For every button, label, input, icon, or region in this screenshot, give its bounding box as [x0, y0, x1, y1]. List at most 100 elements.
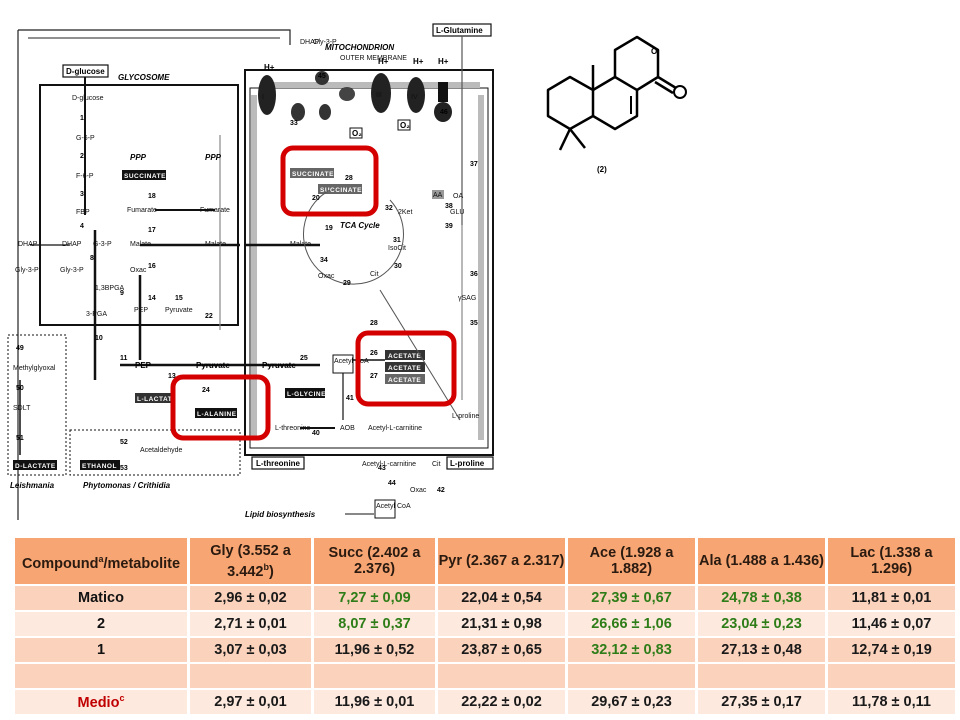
cell-ala: 27,13 ± 0,48	[698, 637, 825, 663]
row-compound-name: 2	[15, 611, 187, 637]
blank-cell	[698, 663, 825, 689]
svg-text:9: 9	[120, 290, 124, 297]
electron-transport-complexes: I III IV	[258, 71, 452, 122]
acetyl-carnitine-cyto: Acetyl-L-carnitine	[362, 461, 416, 468]
svg-text:1: 1	[80, 115, 84, 122]
cell-succ: 8,07 ± 0,37	[314, 611, 435, 637]
table-blank-row	[15, 663, 955, 689]
sdlt-label: SDLT	[13, 405, 31, 412]
svg-text:28: 28	[370, 320, 378, 327]
highlight-succinate	[280, 145, 379, 217]
metab-d-glucose: D-glucose	[72, 95, 104, 102]
mito-succinate-2: SUCCINATE	[320, 187, 362, 194]
cyto-pyruvate: Pyruvate	[196, 361, 230, 370]
svg-text:IV: IV	[411, 94, 418, 101]
l-glutamine-input-label: L-Glutamine	[436, 26, 483, 35]
mitochondrion-label: MITOCHONDRION	[325, 43, 394, 52]
metab-13bpga: 1,3BPGA	[95, 285, 125, 292]
highlight-alanine	[170, 374, 271, 441]
svg-text:53: 53	[120, 465, 128, 472]
aa-box-label: AA	[433, 192, 443, 199]
cyto-pep: PEP	[135, 361, 152, 370]
cell-pyr: 21,31 ± 0,98	[438, 611, 565, 637]
cell-gly: 2,71 ± 0,01	[190, 611, 311, 637]
l-proline-mito-label: L-proline	[452, 413, 479, 420]
cell-lac: 11,81 ± 0,01	[828, 585, 955, 611]
svg-text:32: 32	[385, 205, 393, 212]
svg-text:O: O	[651, 47, 657, 56]
acetate-2: ACETATE	[388, 365, 421, 372]
metab-g3p: G-3-P	[93, 241, 112, 248]
table-header-row: Compounda/metabolite Gly (3.552 a 3.442b…	[15, 537, 955, 585]
l-glycine-box: L-GLYCINE	[287, 391, 326, 398]
metab-fbp: FBP	[76, 209, 90, 216]
metab-pep: PEP	[134, 307, 148, 314]
medio-cell-pyr: 22,22 ± 0,02	[438, 689, 565, 715]
svg-text:18: 18	[148, 193, 156, 200]
svg-text:40: 40	[312, 430, 320, 437]
aob-label: AOB	[340, 425, 355, 432]
top-dhap-label: DHAP	[300, 39, 320, 46]
svg-text:I: I	[262, 94, 264, 101]
isocit-label: IsoCit	[388, 245, 406, 252]
cyto-fumarate: Fumarate	[200, 207, 230, 214]
header-compound: Compounda/metabolite	[15, 537, 187, 585]
compound-2-structure	[546, 35, 677, 151]
blank-cell	[568, 663, 695, 689]
acetyl-coa-label: Acetyl CoA	[334, 358, 369, 365]
cell-ala: 23,04 ± 0,23	[698, 611, 825, 637]
blank-cell	[314, 663, 435, 689]
acetate-3: ACETATE	[388, 377, 421, 384]
medio-cell-ace: 29,67 ± 0,23	[568, 689, 695, 715]
methylglyoxal-label: Methylglyoxal	[13, 365, 56, 372]
svg-text:33: 33	[290, 120, 298, 127]
svg-text:31: 31	[393, 237, 401, 244]
cell-ala: 24,78 ± 0,38	[698, 585, 825, 611]
cyto-gly3p: Gly-3-P	[15, 267, 39, 274]
cit-cyto-label: Cit	[432, 461, 441, 468]
svg-text:4: 4	[80, 223, 84, 230]
svg-text:22: 22	[205, 313, 213, 320]
l-lactate-box: L-LACTATE	[137, 396, 177, 403]
svg-text:37: 37	[470, 161, 478, 168]
cell-succ: 11,96 ± 0,52	[314, 637, 435, 663]
metab-fumarate: Fumarate	[127, 207, 157, 214]
svg-text:8: 8	[90, 255, 94, 262]
leishmania-label: Leishmania	[10, 481, 55, 490]
svg-text:16: 16	[148, 263, 156, 270]
h-plus-1: H+	[264, 63, 275, 72]
svg-text:11: 11	[120, 355, 128, 362]
h-plus-4: H+	[438, 57, 449, 66]
medio-cell-lac: 11,78 ± 0,11	[828, 689, 955, 715]
blank-cell	[15, 663, 187, 689]
svg-text:46: 46	[440, 109, 448, 116]
svg-text:50: 50	[16, 385, 24, 392]
svg-text:10: 10	[95, 335, 103, 342]
svg-text:15: 15	[175, 295, 183, 302]
cyto-malate: Malate	[205, 241, 226, 248]
medio-cell-gly: 2,97 ± 0,01	[190, 689, 311, 715]
row-compound-name: 1	[15, 637, 187, 663]
top-gly3p-label: Gly-3-P	[313, 39, 337, 46]
metab-gly3p: Gly-3-P	[60, 267, 84, 274]
metab-g6p: G-6-P	[76, 135, 95, 142]
l-threonine-input-label: L-threonine	[256, 459, 301, 468]
cell-ace: 32,12 ± 0,83	[568, 637, 695, 663]
h-plus-2: H+	[378, 57, 389, 66]
cyto-dhap: DHAP	[18, 241, 38, 248]
metab-pyruvate: Pyruvate	[165, 307, 193, 314]
l-proline-input-box	[446, 456, 494, 470]
acetyl-coa-lower: Acetyl CoA	[376, 503, 411, 510]
metab-dhap: DHAP	[62, 241, 82, 248]
l-alanine-box: L-ALANINE	[197, 411, 237, 418]
svg-text:51: 51	[16, 435, 24, 442]
medio-cell-ala: 27,35 ± 0,17	[698, 689, 825, 715]
row-medio-name: Medioc	[15, 689, 187, 715]
d-lactate-box: D-LACTATE	[15, 463, 56, 470]
cell-lac: 11,46 ± 0,07	[828, 611, 955, 637]
header-pyr: Pyr (2.367 a 2.317)	[438, 537, 565, 585]
svg-text:25: 25	[300, 355, 308, 362]
